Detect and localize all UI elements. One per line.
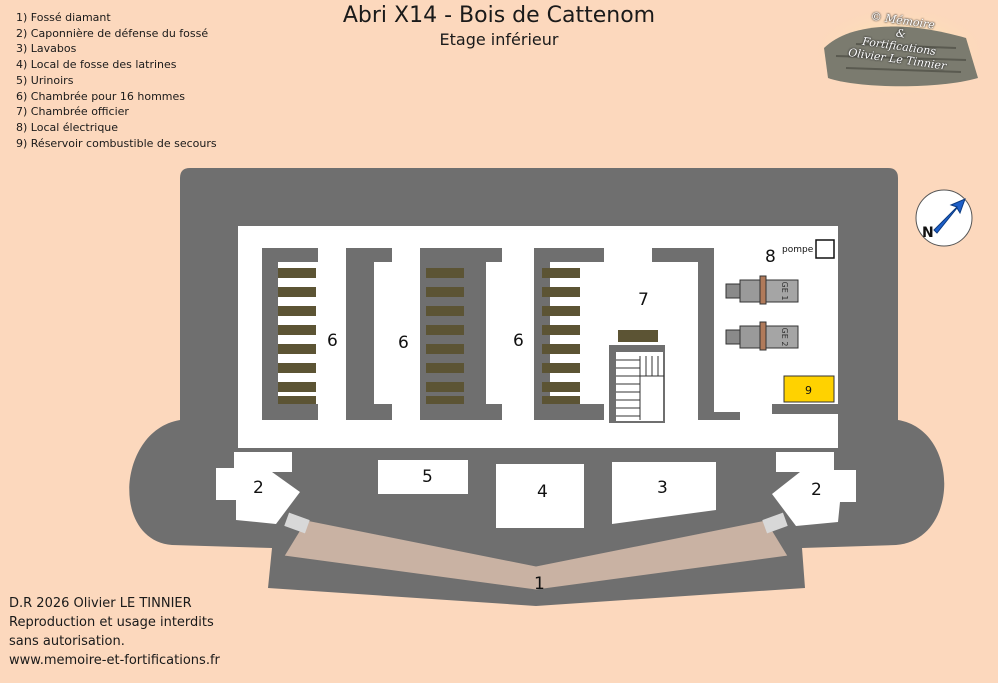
legend-item: 6) Chambrée pour 16 hommes — [16, 89, 186, 103]
bunks-dormitory-a — [278, 268, 316, 404]
brand-logo: © Mémoire & Fortifications Olivier Le Ti… — [816, 8, 984, 96]
copyright-line: Reproduction et usage interdits — [9, 615, 214, 630]
legend-item: 8) Local électrique — [16, 120, 119, 134]
plan-subtitle: Etage inférieur — [439, 30, 559, 49]
legend-item: 3) Lavabos — [16, 42, 77, 56]
room-label-9: 9 — [805, 384, 812, 397]
logo-stone-icon — [816, 8, 984, 96]
room-5-urinals — [378, 460, 468, 494]
legend-item: 1) Fossé diamant — [16, 11, 111, 24]
generator-ge1: GE 1 — [725, 275, 799, 305]
generator-ge2: GE 2 — [725, 321, 799, 351]
copyright-line: sans autorisation. — [9, 634, 125, 649]
caponier-right — [772, 452, 856, 526]
room-label-1: 1 — [534, 574, 545, 594]
copyright-notice: D.R 2026 Olivier LE TINNIER Reproduction… — [9, 594, 220, 670]
bunks-dormitory-c — [542, 268, 580, 404]
pump-label: pompe — [782, 245, 814, 255]
fuel-tank — [783, 375, 835, 403]
room-label-4: 4 — [537, 482, 548, 502]
room-label-7: 7 — [638, 290, 649, 310]
generator-label: GE 2 — [780, 328, 789, 347]
north-arrow-icon — [933, 198, 966, 234]
room-label-6a: 6 — [327, 331, 338, 351]
room-label-3: 3 — [657, 478, 668, 498]
copyright-line: D.R 2026 Olivier LE TINNIER — [9, 596, 192, 611]
room-label-6b: 6 — [398, 333, 409, 353]
compass-rose: N — [915, 189, 973, 247]
legend-item: 9) Réservoir combustible de secours — [16, 136, 217, 150]
legend-item: 7) Chambrée officier — [16, 105, 129, 119]
room-label-2-right: 2 — [811, 480, 822, 500]
room-3-washbasins — [612, 462, 716, 524]
room-label-8: 8 — [765, 247, 776, 267]
room-legend: 1) Fossé diamant 2) Caponnière de défens… — [16, 10, 217, 151]
legend-item: 4) Local de fosse des latrines — [16, 58, 177, 72]
room-4-latrine-pit — [496, 464, 584, 528]
pump-box — [815, 239, 835, 259]
lower-floor — [238, 440, 838, 448]
generator-label: GE 1 — [780, 282, 789, 301]
room-label-6c: 6 — [513, 331, 524, 351]
staircase — [609, 330, 665, 423]
legend-item: 5) Urinoirs — [16, 73, 74, 87]
caponier-left — [216, 452, 300, 524]
plan-title: Abri X14 - Bois de Cattenom — [342, 3, 656, 28]
embrasure-left — [284, 512, 310, 534]
website-url: www.memoire-et-fortifications.fr — [9, 653, 220, 668]
legend-item: 2) Caponnière de défense du fossé — [16, 26, 209, 40]
room-label-2-left: 2 — [253, 478, 264, 498]
bunks-dormitory-b — [426, 268, 464, 404]
room-label-5: 5 — [422, 467, 433, 487]
title-block: Abri X14 - Bois de Cattenom Etage inféri… — [0, 2, 998, 50]
embrasure-right — [762, 512, 788, 534]
compass-north-label: N — [922, 225, 934, 241]
